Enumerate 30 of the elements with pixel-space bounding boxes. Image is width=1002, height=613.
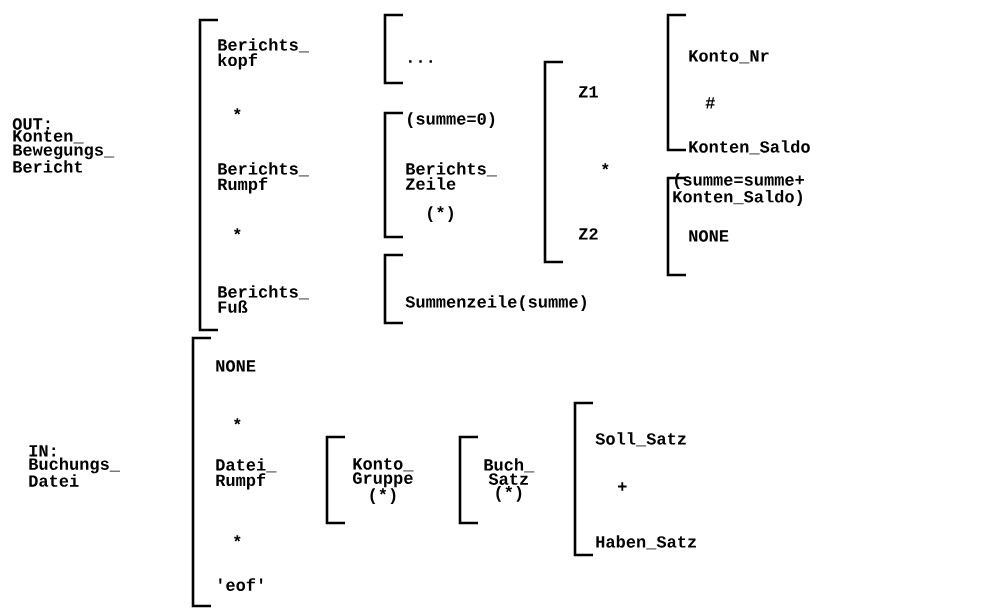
text-label: ... [409, 60, 432, 63]
text-label: Konten_Saldo [689, 140, 810, 155]
text-label: * [234, 108, 241, 115]
text-label: NONE [689, 230, 729, 242]
text-label: Berichts_ Rumpf [218, 162, 310, 194]
text-label: Konto_ Gruppe (*) [352, 458, 414, 505]
text-label: Haben_Satz [596, 535, 696, 550]
text-label: + [618, 482, 627, 491]
text-label: * [234, 228, 241, 235]
text-label: (summe=0) [408, 112, 495, 129]
text-label: OUT: Konten_ Bewegungs_ Bericht [12, 118, 115, 173]
text-label: (summe=summe+ Konten_Saldo) [673, 173, 804, 206]
text-label: NONE [216, 360, 256, 372]
text-label: IN: Buchungs_ Datei [29, 445, 121, 487]
text-label: * [234, 418, 241, 425]
text-label: (*) [428, 206, 453, 223]
text-label: Z2 [578, 228, 598, 240]
text-label: Berichts_ kopf [218, 38, 310, 70]
text-label: Buch_ Satz (*) [484, 458, 535, 502]
text-label: * [234, 535, 241, 542]
text-label: Z1 [578, 86, 598, 98]
text-label: Berichts_ Zeile [405, 162, 498, 190]
text-label: * [602, 163, 609, 170]
text-label: Konto_Nr [689, 50, 769, 64]
text-label: Soll_Satz [595, 432, 686, 447]
text-label: Berichts_ Fuß [218, 285, 310, 313]
text-label: # [705, 97, 715, 109]
text-label: Summenzeile(summe) [405, 295, 586, 312]
text-label: 'eof' [219, 578, 263, 591]
text-label: Datei_ Rumpf [216, 458, 277, 490]
